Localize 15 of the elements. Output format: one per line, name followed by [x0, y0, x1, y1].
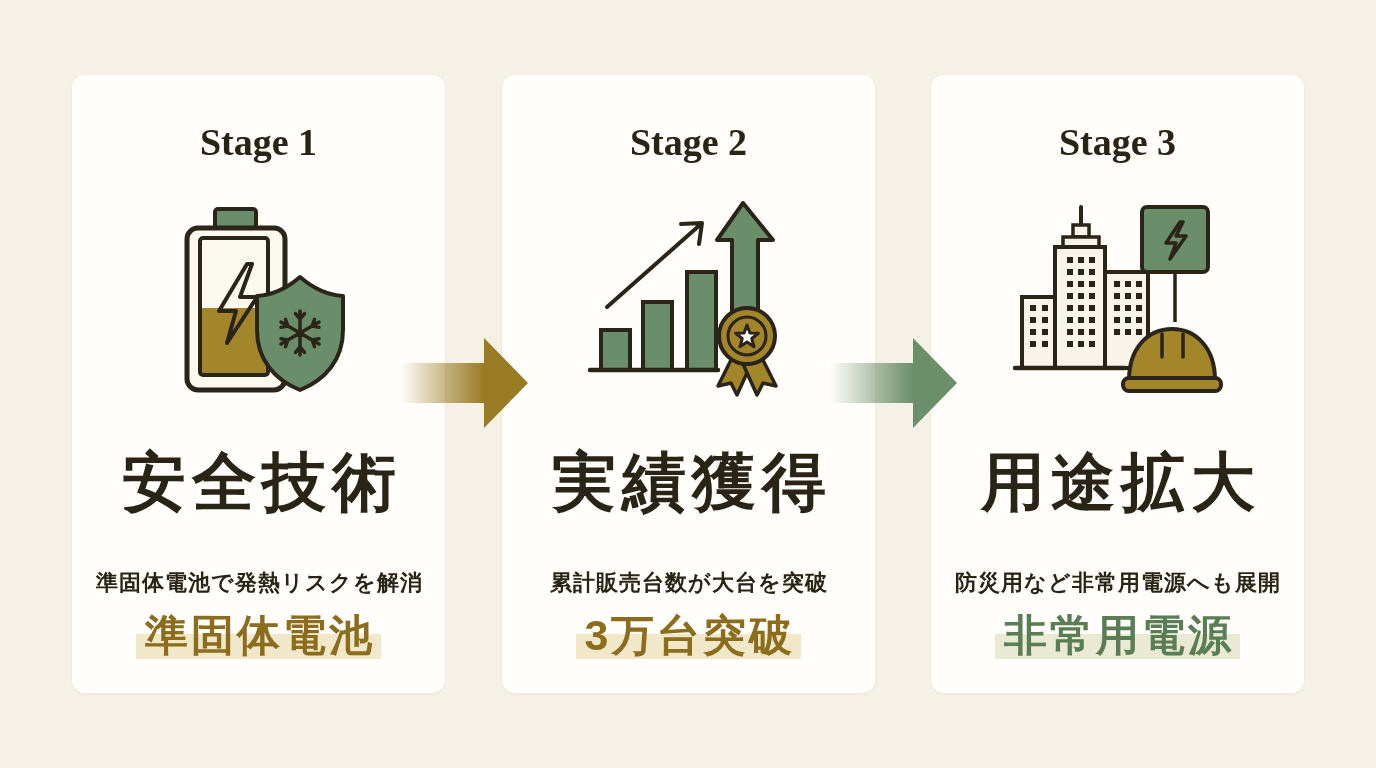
stage-label: Stage 2	[629, 121, 748, 165]
stage-card	[931, 75, 1304, 693]
stage-card	[502, 75, 875, 693]
stage-description: 防災用など非常用電源へも展開	[954, 569, 1281, 597]
arrow	[400, 338, 528, 428]
stage-label: Stage 3	[1058, 121, 1177, 165]
highlight-text: 3万台突破	[575, 610, 802, 660]
stage-label: Stage 1	[199, 121, 318, 165]
arrow	[830, 338, 957, 428]
stage-description: 累計販売台数が大台を突破	[549, 569, 828, 597]
stage-title: 安全技術	[120, 446, 402, 520]
stage-card	[72, 75, 445, 693]
stage-title: 用途拡大	[979, 446, 1261, 520]
stage-title: 実績獲得	[550, 446, 832, 520]
stage-description: 準固体電池で発熱リスクを解消	[94, 569, 423, 597]
